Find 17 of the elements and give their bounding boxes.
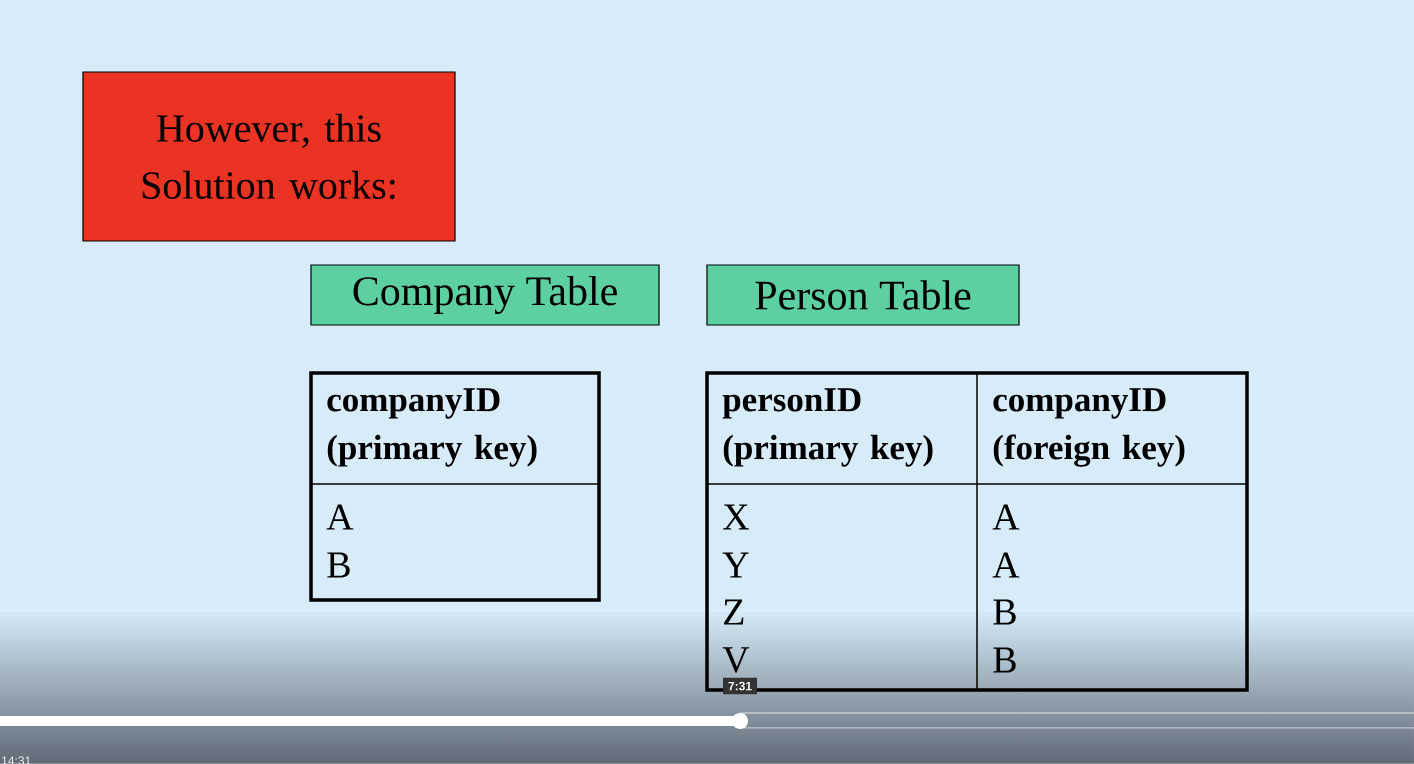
cell-text: A xyxy=(992,552,1020,578)
cell-text: Z xyxy=(724,599,744,625)
table-title-box: Person Table xyxy=(706,264,1020,326)
time-label: 14:31 xyxy=(2,756,31,764)
cell-text: B xyxy=(993,599,1016,625)
cell-text: B xyxy=(993,647,1016,673)
cell-text: A xyxy=(326,504,354,530)
table-title-box: Company Table xyxy=(310,264,660,326)
header-cell-text: companyID (primary key) xyxy=(327,388,537,467)
header-cell-text: companyID (foreign key) xyxy=(993,388,1185,467)
cell-text: V xyxy=(722,647,750,673)
cell-text: A xyxy=(992,504,1020,530)
header-cell-text: personID (primary key) xyxy=(722,388,933,467)
cell-text: Y xyxy=(722,552,749,578)
cell-text: B xyxy=(327,552,350,578)
cell-text: X xyxy=(723,504,749,530)
callout-box: However, this Solution works: xyxy=(82,71,456,242)
